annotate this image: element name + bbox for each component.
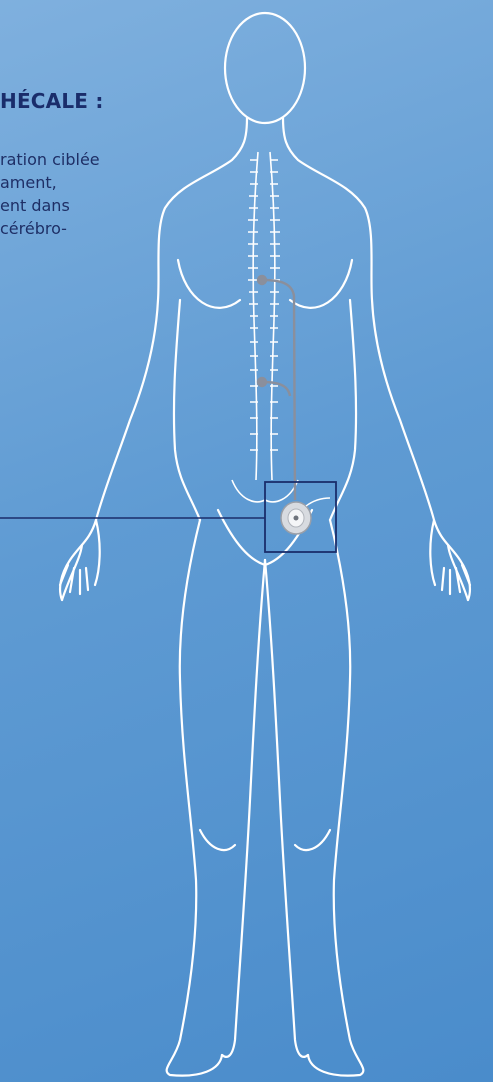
intrathecal-pump-icon (281, 498, 330, 534)
catheter-line (258, 276, 295, 500)
spine-icon (232, 152, 298, 502)
